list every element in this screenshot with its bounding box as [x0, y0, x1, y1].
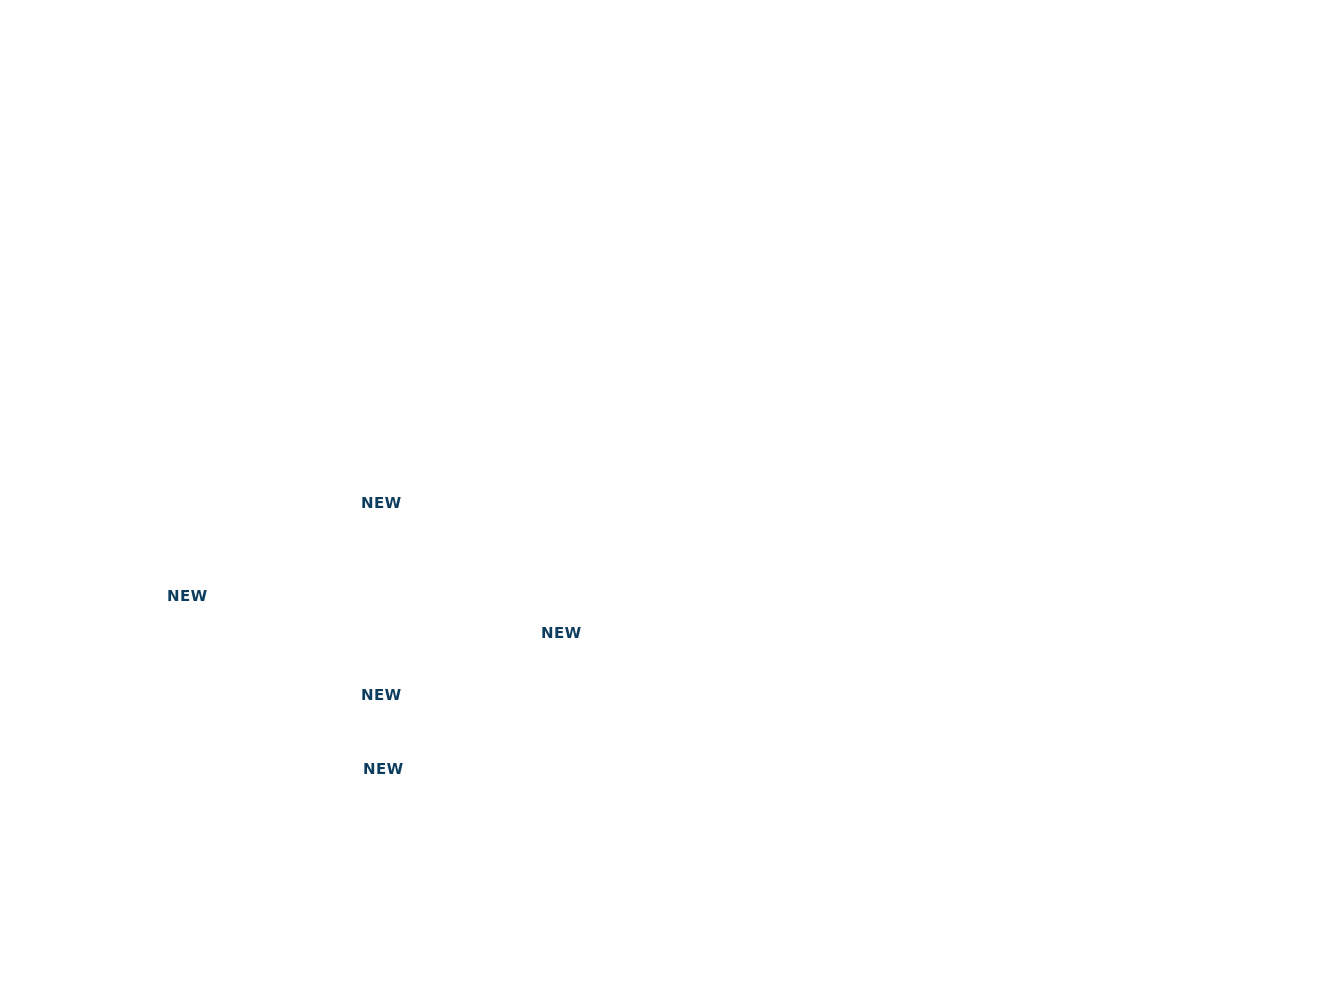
new-badge: NEW [541, 624, 582, 642]
new-badge: NEW [361, 686, 402, 704]
new-badge: NEW [167, 587, 208, 605]
new-badge: NEW [361, 494, 402, 512]
new-badge: NEW [363, 760, 404, 778]
